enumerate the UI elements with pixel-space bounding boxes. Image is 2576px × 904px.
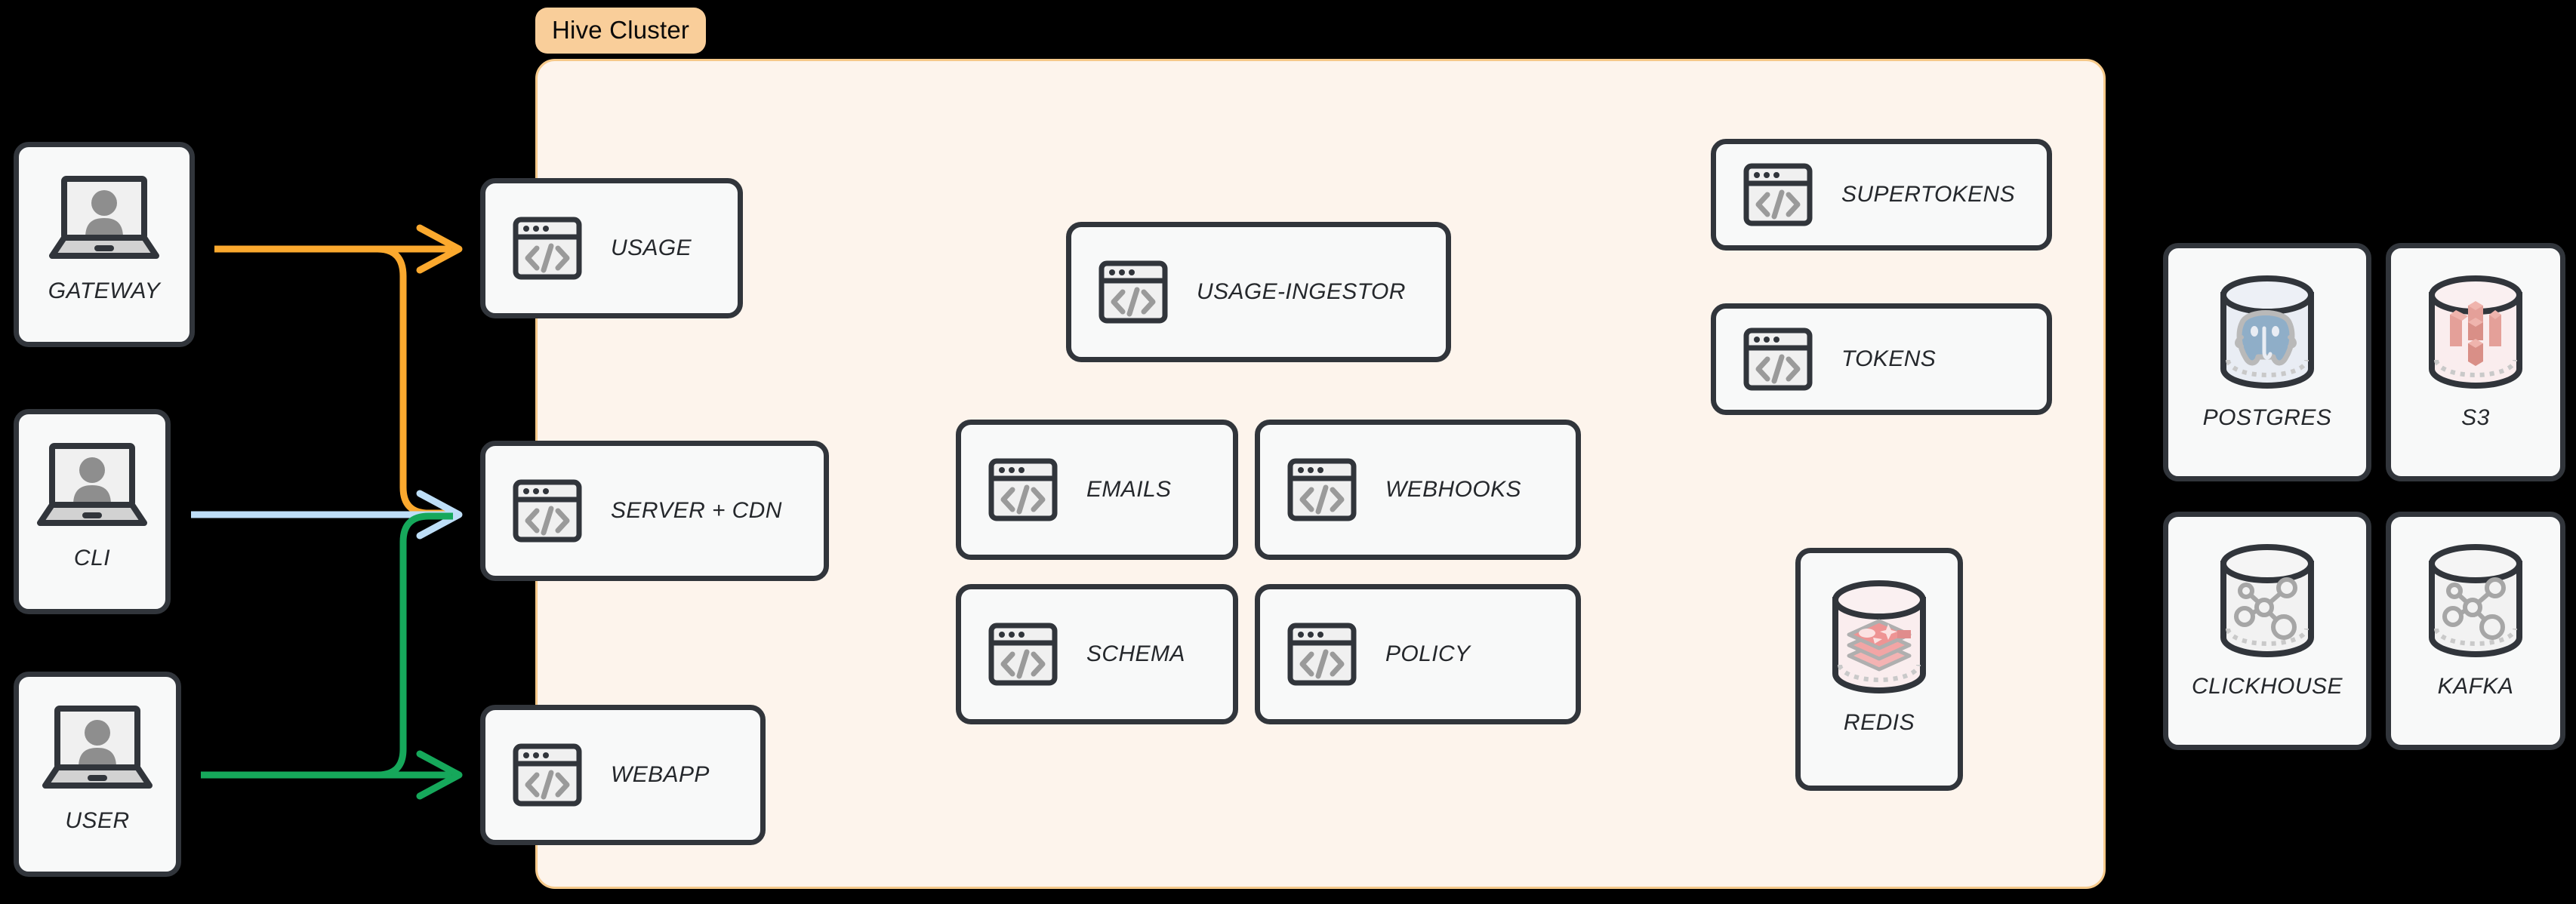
code-window-icon [511,212,584,284]
service-node-webapp[interactable]: WEBAPP [480,705,766,845]
client-node-cli[interactable]: CLI [14,409,171,614]
service-node-label: WEBAPP [611,762,710,787]
store-node-label: S3 [2461,405,2490,430]
service-node-label: EMAILS [1086,477,1172,502]
service-node-tokens[interactable]: TOKENS [1711,303,2052,415]
store-node-postgres[interactable]: POSTGRES [2163,243,2371,481]
client-node-label: USER [65,808,130,833]
hive-cluster-label: Hive Cluster [535,8,707,54]
client-node-label: CLI [73,546,111,570]
client-node-gateway[interactable]: GATEWAY [14,142,195,347]
store-node-label: CLICKHOUSE [2191,674,2343,699]
connection-gateway-to-usage [214,224,463,274]
store-node-redis[interactable]: REDIS [1795,548,1963,791]
laptop-user-icon [48,173,161,263]
service-node-emails[interactable]: EMAILS [956,420,1238,560]
connection-user-to-server-cdn [201,512,453,779]
service-node-label: WEBHOOKS [1385,477,1521,502]
store-node-label: KAFKA [2437,674,2514,699]
store-node-clickhouse[interactable]: CLICKHOUSE [2163,512,2371,750]
connection-gateway-to-server-cdn [214,245,453,517]
code-window-icon [1742,323,1814,395]
connection-user-to-webapp [201,750,463,800]
store-node-kafka[interactable]: KAFKA [2386,512,2565,750]
client-node-label: GATEWAY [48,278,161,303]
connection-cli-to-server-cdn [191,490,463,540]
client-node-user[interactable]: USER [14,672,181,877]
s3-cylinder-icon [2420,275,2531,389]
service-node-label: USAGE [611,235,692,260]
postgres-cylinder-icon [2211,275,2323,389]
service-node-label: POLICY [1385,641,1471,666]
laptop-user-icon [35,440,149,530]
service-node-label: TOKENS [1841,346,1937,371]
code-window-icon [1286,454,1358,526]
service-node-usage-ingestor[interactable]: USAGE-INGESTOR [1066,222,1451,362]
code-window-icon [511,475,584,547]
service-node-policy[interactable]: POLICY [1255,584,1581,724]
code-window-icon [987,454,1059,526]
service-node-label: SERVER + CDN [611,498,782,523]
store-node-label: POSTGRES [2202,405,2332,430]
store-node-label: REDIS [1843,710,1915,735]
service-node-label: SUPERTOKENS [1841,182,2016,207]
service-node-usage[interactable]: USAGE [480,178,743,318]
laptop-user-icon [41,703,154,793]
code-window-icon [511,739,584,811]
service-node-server-cdn[interactable]: SERVER + CDN [480,441,829,581]
code-window-icon [987,618,1059,690]
code-window-icon [1742,158,1814,231]
store-node-s3[interactable]: S3 [2386,243,2565,481]
code-window-icon [1097,256,1169,328]
service-node-schema[interactable]: SCHEMA [956,584,1238,724]
service-node-supertokens[interactable]: SUPERTOKENS [1711,139,2052,251]
graph-cylinder-icon [2420,544,2531,657]
service-node-webhooks[interactable]: WEBHOOKS [1255,420,1581,560]
graph-cylinder-icon [2211,544,2323,657]
service-node-label: USAGE-INGESTOR [1197,279,1406,304]
code-window-icon [1286,618,1358,690]
service-node-label: SCHEMA [1086,641,1185,666]
redis-cylinder-icon [1823,580,1935,693]
